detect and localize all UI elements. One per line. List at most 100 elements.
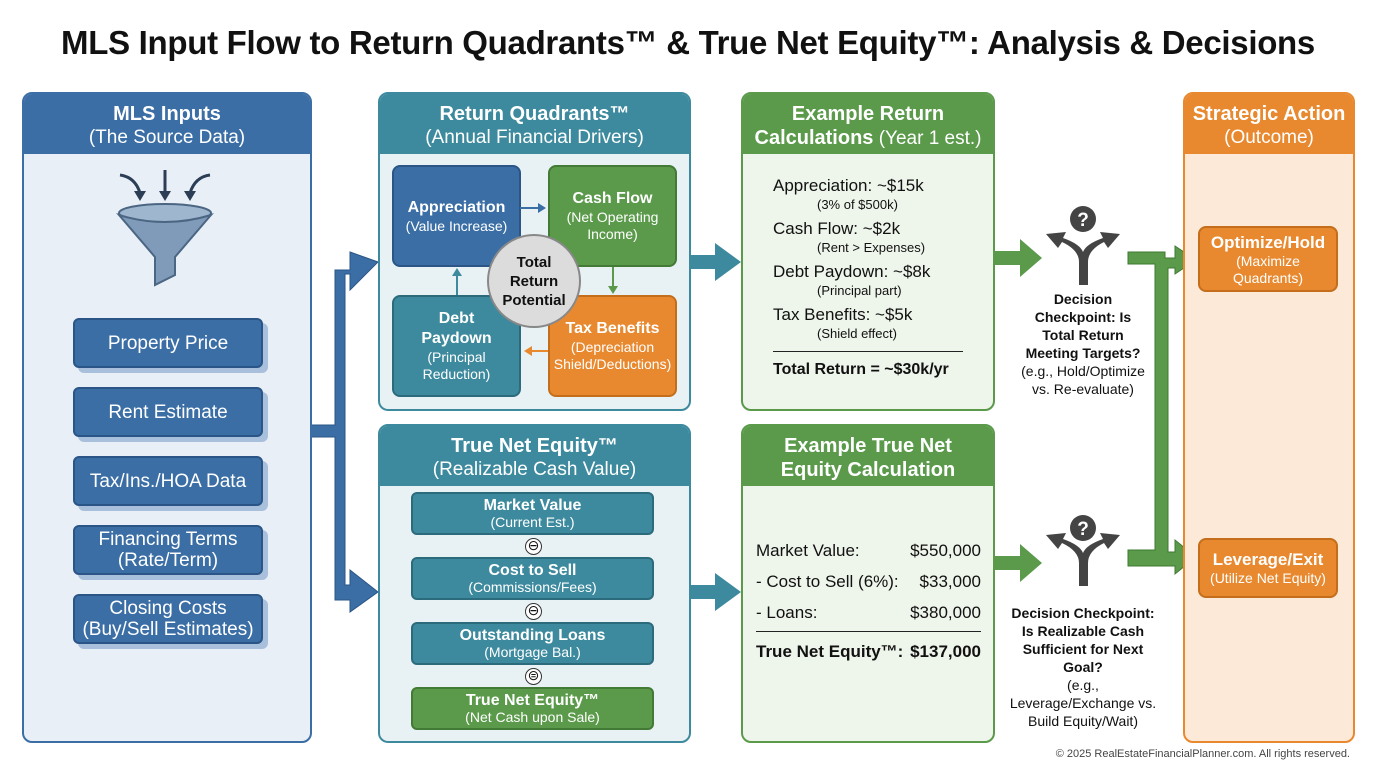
calc-value: $550,000 (910, 541, 981, 560)
quadrants-subtitle: (Annual Financial Drivers) (425, 127, 644, 148)
minus-icon: ⊖ (525, 538, 542, 555)
equity-calc-title: Example True Net Equity Calculation (780, 435, 956, 481)
divider (773, 351, 963, 352)
green-arrow-bottom (994, 544, 1042, 582)
calc-label: Market Value: (756, 541, 860, 560)
calc-line: Debt Paydown: ~$8k(Principal part) (773, 262, 930, 299)
calc-label: Tax Benefits: ~$5k (773, 305, 913, 324)
quadrant-arrows (452, 203, 618, 356)
mls-title: MLS Inputs (113, 103, 221, 125)
return-calc-lines: Appreciation: ~$15k (3% of $500k) Cash Fl… (773, 176, 930, 342)
equity-true-net-equity: True Net Equity™(Net Cash upon Sale) (411, 687, 654, 730)
equity-cost-to-sell: Cost to Sell(Commissions/Fees) (411, 557, 654, 600)
calc-line: Appreciation: ~$15k (3% of $500k) (773, 176, 930, 213)
eq-sub: (Mortgage Bal.) (484, 643, 581, 660)
q-sub: (Depreciation Shield/Deductions) (553, 339, 672, 372)
item-sub: (Buy/Sell Estimates) (82, 619, 254, 640)
calc-title: Example Return (791, 103, 945, 125)
optimize-hold-action: Optimize/Hold(Maximize Quadrants) (1198, 226, 1338, 292)
calc-title-note: (Year 1 est.) (878, 128, 982, 149)
total-return: Total Return = ~$30k/yr (773, 361, 949, 378)
example-equity-calculation-panel: Example True Net Equity Calculation (741, 424, 995, 743)
total-label: True Net Equity™: (756, 642, 904, 661)
action-sub: (Maximize Quadrants) (1232, 252, 1304, 286)
leverage-exit-action: Leverage/Exit(Utilize Net Equity) (1198, 538, 1338, 598)
blue-split-arrow (289, 251, 379, 613)
equity-outstanding-loans: Outstanding Loans(Mortgage Bal.) (411, 622, 654, 665)
calc-line: Tax Benefits: ~$5k (Shield effect) (773, 305, 930, 342)
q-sub: (Value Increase) (405, 217, 508, 234)
q-sub: (Principal Reduction) (422, 349, 491, 382)
calc-label: - Cost to Sell (6%): (756, 572, 899, 591)
q-label: Debt Paydown (421, 310, 492, 347)
calc-value: $380,000 (910, 603, 981, 622)
total-return-potential-circle: Total Return Potential (487, 234, 581, 328)
mls-item-closing-costs: Closing Costs(Buy/Sell Estimates) (73, 594, 263, 644)
green-arrow-top (994, 239, 1042, 277)
eq-label: Outstanding Loans (459, 626, 606, 644)
copyright: © 2025 RealEstateFinancialPlanner.com. A… (1055, 748, 1350, 760)
equity-subtitle: (Realizable Cash Value) (432, 459, 637, 480)
calc-label: - Loans: (756, 603, 818, 622)
eq-label: True Net Equity™ (465, 691, 600, 709)
q-sub: (Net Operating Income) (566, 209, 659, 242)
total-line: True Net Equity™: $137,000 (756, 642, 981, 662)
calc-label: Appreciation: ~$15k (773, 176, 924, 195)
decision-examples: (e.g., Leverage/Exchange vs. Build Equit… (1009, 677, 1157, 729)
item-sub: (Rate/Term) (117, 550, 219, 571)
action-sub: (Utilize Net Equity) (1210, 570, 1326, 586)
eq-sub: (Current Est.) (490, 513, 575, 530)
q-label: Appreciation (407, 198, 506, 216)
minus-icon: ⊖ (525, 603, 542, 620)
page-title: MLS Input Flow to Return Quadrants™ & Tr… (61, 24, 1315, 61)
eq-sub: (Commissions/Fees) (468, 578, 597, 595)
quadrants-title: Return Quadrants™ (439, 103, 630, 125)
item-label: Financing Terms (98, 529, 238, 550)
svg-text:?: ? (1077, 210, 1089, 231)
calc-sub: (Rent > Expenses) (817, 240, 926, 255)
item-label: Property Price (107, 332, 229, 354)
item-label: Rent Estimate (108, 401, 228, 423)
eq-sub: (Net Cash upon Sale) (465, 708, 600, 725)
mls-item-tax-ins-hoa: Tax/Ins./HOA Data (73, 456, 263, 506)
calc-sub: (Shield effect) (817, 326, 897, 341)
mls-item-rent-estimate: Rent Estimate (73, 387, 263, 437)
equity-title: True Net Equity™ (451, 435, 618, 457)
action-label: Optimize/Hold (1210, 232, 1326, 252)
item-label: Closing Costs (109, 598, 227, 619)
decision-icon-bottom: ? (1046, 515, 1120, 586)
calc-line: Cash Flow: ~$2k(Rent > Expenses) (773, 219, 930, 256)
q-label: Cash Flow (572, 190, 653, 207)
action-label: Leverage/Exit (1212, 550, 1324, 569)
green-decision-bracket (1127, 245, 1197, 576)
decision-question: Decision Checkpoint: Is Realizable Cash … (1011, 605, 1155, 675)
strategic-subtitle: (Outcome) (1224, 127, 1314, 148)
decision-checkpoint-1: Decision Checkpoint: Is Total Return Mee… (998, 290, 1168, 398)
calc-title2: Calculations (754, 127, 874, 149)
funnel-icon (116, 170, 214, 287)
mls-item-financing-terms: Financing Terms(Rate/Term) (73, 525, 263, 575)
decision-question: Decision Checkpoint: Is Total Return Mee… (1025, 291, 1141, 361)
equity-market-value: Market Value(Current Est.) (411, 492, 654, 535)
calc-line: - Cost to Sell (6%): $33,000 (756, 572, 981, 592)
q-label: Tax Benefits (565, 320, 660, 337)
calc-line: Market Value: $550,000 (756, 541, 981, 561)
divider (756, 631, 981, 632)
calc-value: $33,000 (919, 572, 981, 591)
quadrant-tax-benefits: Tax Benefits (Depreciation Shield/Deducti… (548, 295, 677, 397)
calc-line: - Loans: $380,000 (756, 603, 981, 623)
teal-arrow-top (690, 243, 741, 281)
calc-sub: (3% of $500k) (817, 197, 898, 212)
eq-label: Cost to Sell (488, 561, 577, 579)
decision-examples: (e.g., Hold/Optimize vs. Re-evaluate) (1021, 363, 1145, 397)
equals-icon: ⊜ (525, 668, 542, 685)
strategic-title: Strategic Action (1192, 103, 1346, 125)
mls-subtitle: (The Source Data) (88, 127, 246, 148)
eq-label: Market Value (483, 496, 582, 514)
calc-label: Debt Paydown: ~$8k (773, 262, 931, 281)
equity-calc-lines: Market Value: $550,000 - Cost to Sell (6%… (756, 541, 981, 662)
strategic-action-panel: Strategic Action(Outcome) (1183, 92, 1355, 743)
total-value: $137,000 (910, 642, 981, 661)
item-label: Tax/Ins./HOA Data (89, 470, 247, 492)
